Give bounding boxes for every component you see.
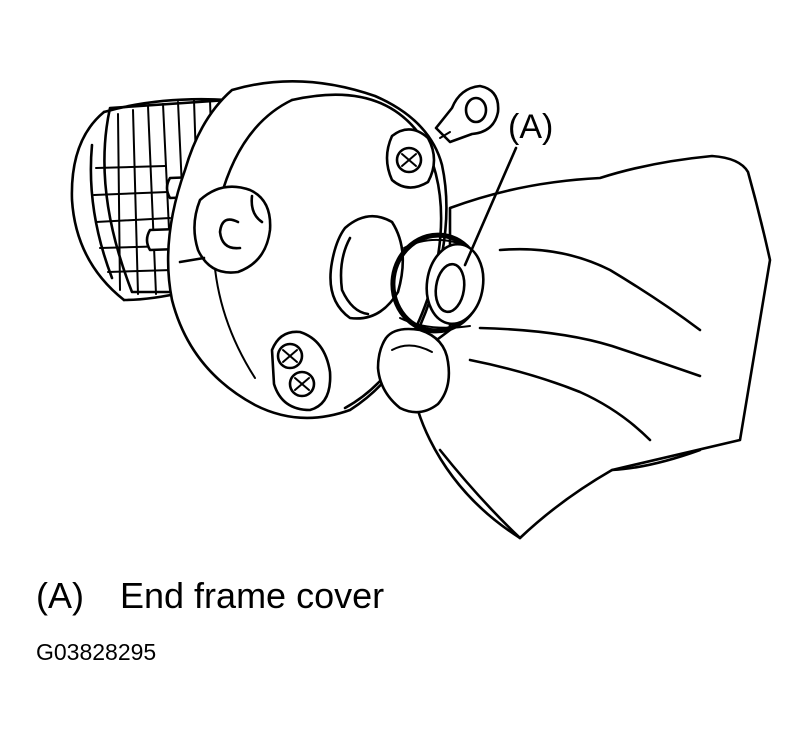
bottom-screws — [270, 330, 332, 412]
callout-label: (A) — [508, 108, 553, 146]
legend-label: End frame cover — [120, 575, 385, 616]
callout-leader-line — [463, 146, 518, 267]
legend: (A) End frame cover — [36, 574, 384, 618]
end-frame-body — [166, 80, 448, 420]
figure-id: G03828295 — [36, 639, 157, 665]
legend-item: (A) End frame cover — [36, 574, 384, 618]
brush-holder-plate — [178, 185, 272, 274]
legend-key: (A) — [36, 575, 84, 616]
illustration-svg: (A) — [70, 80, 772, 540]
hand — [376, 154, 772, 540]
top-screw — [385, 128, 436, 189]
end-frame-cover — [390, 232, 485, 334]
technical-illustration: (A) — [70, 80, 772, 540]
terminal-lug — [434, 84, 500, 144]
